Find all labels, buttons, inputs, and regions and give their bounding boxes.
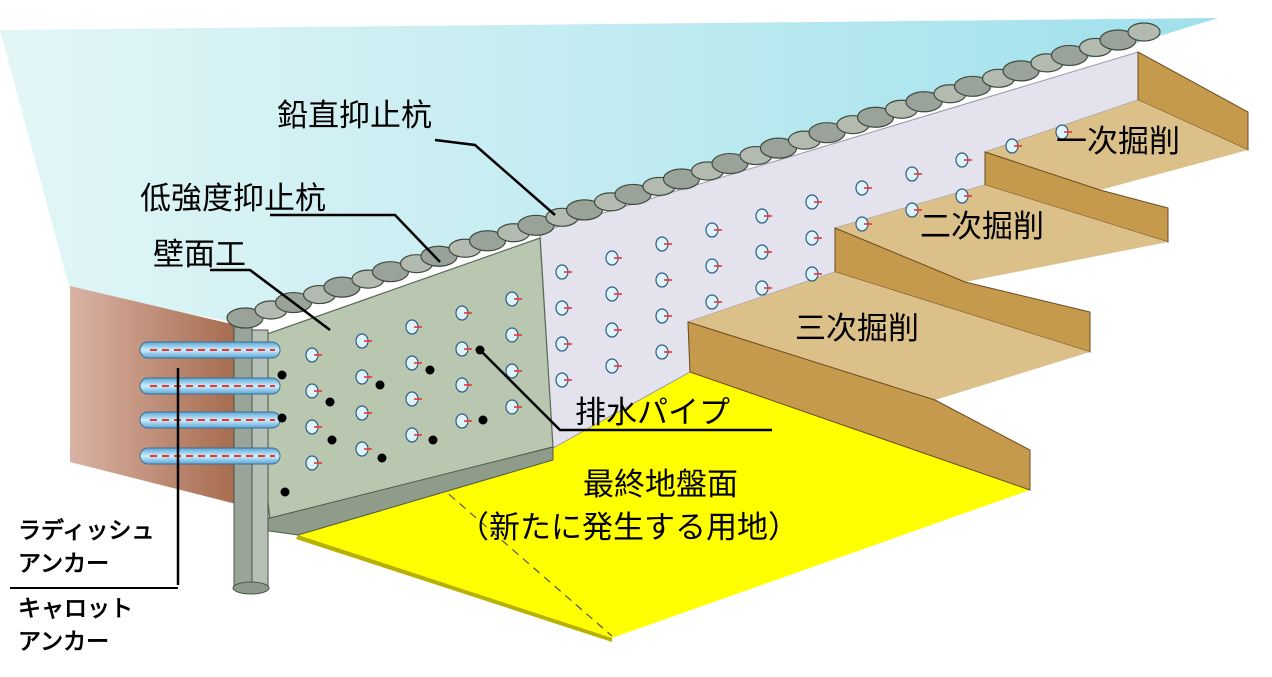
drain-hole (325, 397, 335, 407)
anchor-head (355, 369, 372, 385)
anchor-head (305, 419, 322, 435)
anchor-head (605, 322, 622, 338)
anchor-head (1055, 124, 1072, 140)
anchor-head (455, 413, 472, 429)
anchor-head (355, 441, 372, 457)
final-ground-plane (298, 372, 1030, 638)
label-wall-work: 壁面工 (153, 237, 246, 273)
anchor-head (605, 286, 622, 302)
anchor-head (905, 166, 922, 182)
label-vertical-pile: 鉛直抑止杭 (277, 98, 432, 134)
drain-hole (327, 435, 337, 445)
excavation-boundary-dashed (374, 429, 613, 637)
anchor-head (605, 358, 622, 374)
label-drain-pipe: 排水パイプ (575, 395, 730, 431)
anchor-head (455, 305, 472, 321)
anchor-head (505, 363, 522, 379)
anchor-head (555, 300, 572, 316)
anchor-head (555, 264, 572, 280)
anchor-head (305, 383, 322, 399)
drain-hole (428, 435, 438, 445)
anchor-head (905, 202, 922, 218)
anchor-head (505, 399, 522, 415)
anchor-head (755, 244, 772, 260)
label-final-ground-note: （新たに発生する用地） (458, 510, 799, 546)
drain-holes (277, 345, 488, 497)
label-low-strength-pile: 低強度抑止杭 (140, 181, 326, 217)
anchor-head (505, 327, 522, 343)
original-slope (70, 286, 240, 505)
anchor-head (705, 294, 722, 310)
pile-head (371, 254, 434, 283)
label-radish-anchor-1: ラディッシュ (18, 518, 155, 544)
anchor-head (405, 355, 422, 371)
anchor-head (805, 230, 822, 246)
anchor-head (455, 341, 472, 357)
excavation-steps (687, 51, 1249, 491)
anchor-head (655, 344, 672, 360)
anchor-head (455, 377, 472, 393)
anchor-head (655, 272, 672, 288)
anchor-head (805, 266, 822, 282)
anchor-head (605, 250, 622, 266)
anchor-head (755, 208, 772, 224)
pile-head (711, 145, 773, 175)
drain-hole (478, 415, 488, 425)
final-ground-edge (296, 535, 612, 642)
anchor-head (405, 427, 422, 443)
anchor-head (655, 308, 672, 324)
anchor-head (1005, 138, 1022, 154)
anchor-head (855, 216, 872, 232)
anchor-head (355, 333, 372, 349)
drain-hole (277, 370, 287, 380)
drain-hole (425, 365, 435, 375)
anchor-heads (305, 124, 1072, 471)
anchor-head (955, 152, 972, 168)
label-first-excavation: 一次掘削 (1056, 124, 1180, 160)
label-carrot-anchor-1: キャロット (18, 596, 133, 622)
leader-lines (10, 138, 772, 589)
label-radish-anchor-2: アンカー (18, 551, 110, 577)
drain-hole (280, 487, 290, 497)
anchor-head (405, 391, 422, 407)
label-final-ground: 最終地盤面 (583, 467, 738, 503)
pile-head (1099, 22, 1161, 51)
drain-hole (377, 453, 387, 463)
anchor-head (355, 405, 372, 421)
drain-hole (277, 413, 287, 423)
label-third-excavation: 三次掘削 (795, 311, 919, 347)
anchor-head (755, 280, 772, 296)
label-carrot-anchor-2: アンカー (18, 629, 110, 655)
anchor-head (555, 336, 572, 352)
anchor-head (305, 347, 322, 363)
anchor-head (655, 236, 672, 252)
anchor-head (555, 372, 572, 388)
anchor-head (505, 291, 522, 307)
anchor-head (305, 455, 322, 471)
anchor-head (955, 188, 972, 204)
drain-hole (375, 380, 385, 390)
anchor-head (405, 319, 422, 335)
label-second-excavation: 二次掘削 (920, 209, 1044, 245)
anchor-head (855, 180, 872, 196)
anchor-head (705, 258, 722, 274)
anchor-head (805, 194, 822, 210)
anchor-head (705, 222, 722, 238)
radish-anchors (139, 341, 281, 465)
